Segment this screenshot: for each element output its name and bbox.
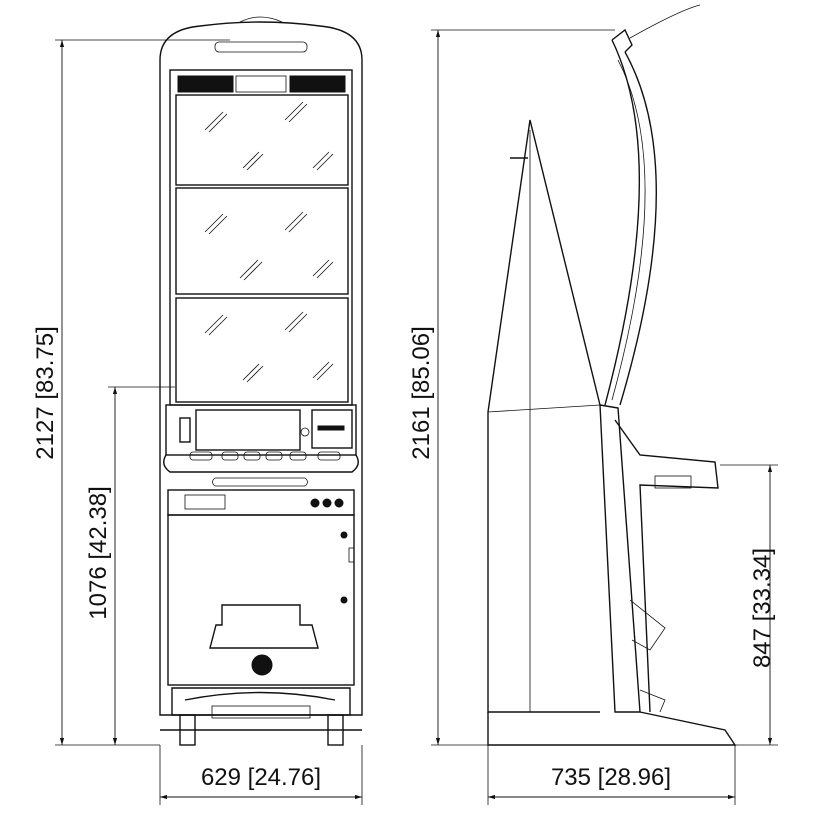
side-deck-height-label: 847 [33.34] (749, 548, 776, 668)
dimension-lines (55, 29, 778, 805)
dimension-labels: 2127 [83.75] 1076 [42.38] 629 [24.76] 21… (32, 326, 776, 791)
button-deck (163, 404, 359, 487)
front-view (159, 16, 363, 746)
side-view (487, 4, 737, 746)
side-height-label: 2161 [85.06] (408, 326, 435, 459)
screen-panels (175, 94, 349, 403)
front-height-label: 2127 [83.75] (32, 326, 59, 459)
lower-cabinet (160, 489, 362, 746)
side-depth-label: 735 [28.96] (551, 764, 671, 791)
front-deck-height-label: 1076 [42.38] (85, 486, 112, 619)
front-width-label: 629 [24.76] (201, 764, 321, 791)
